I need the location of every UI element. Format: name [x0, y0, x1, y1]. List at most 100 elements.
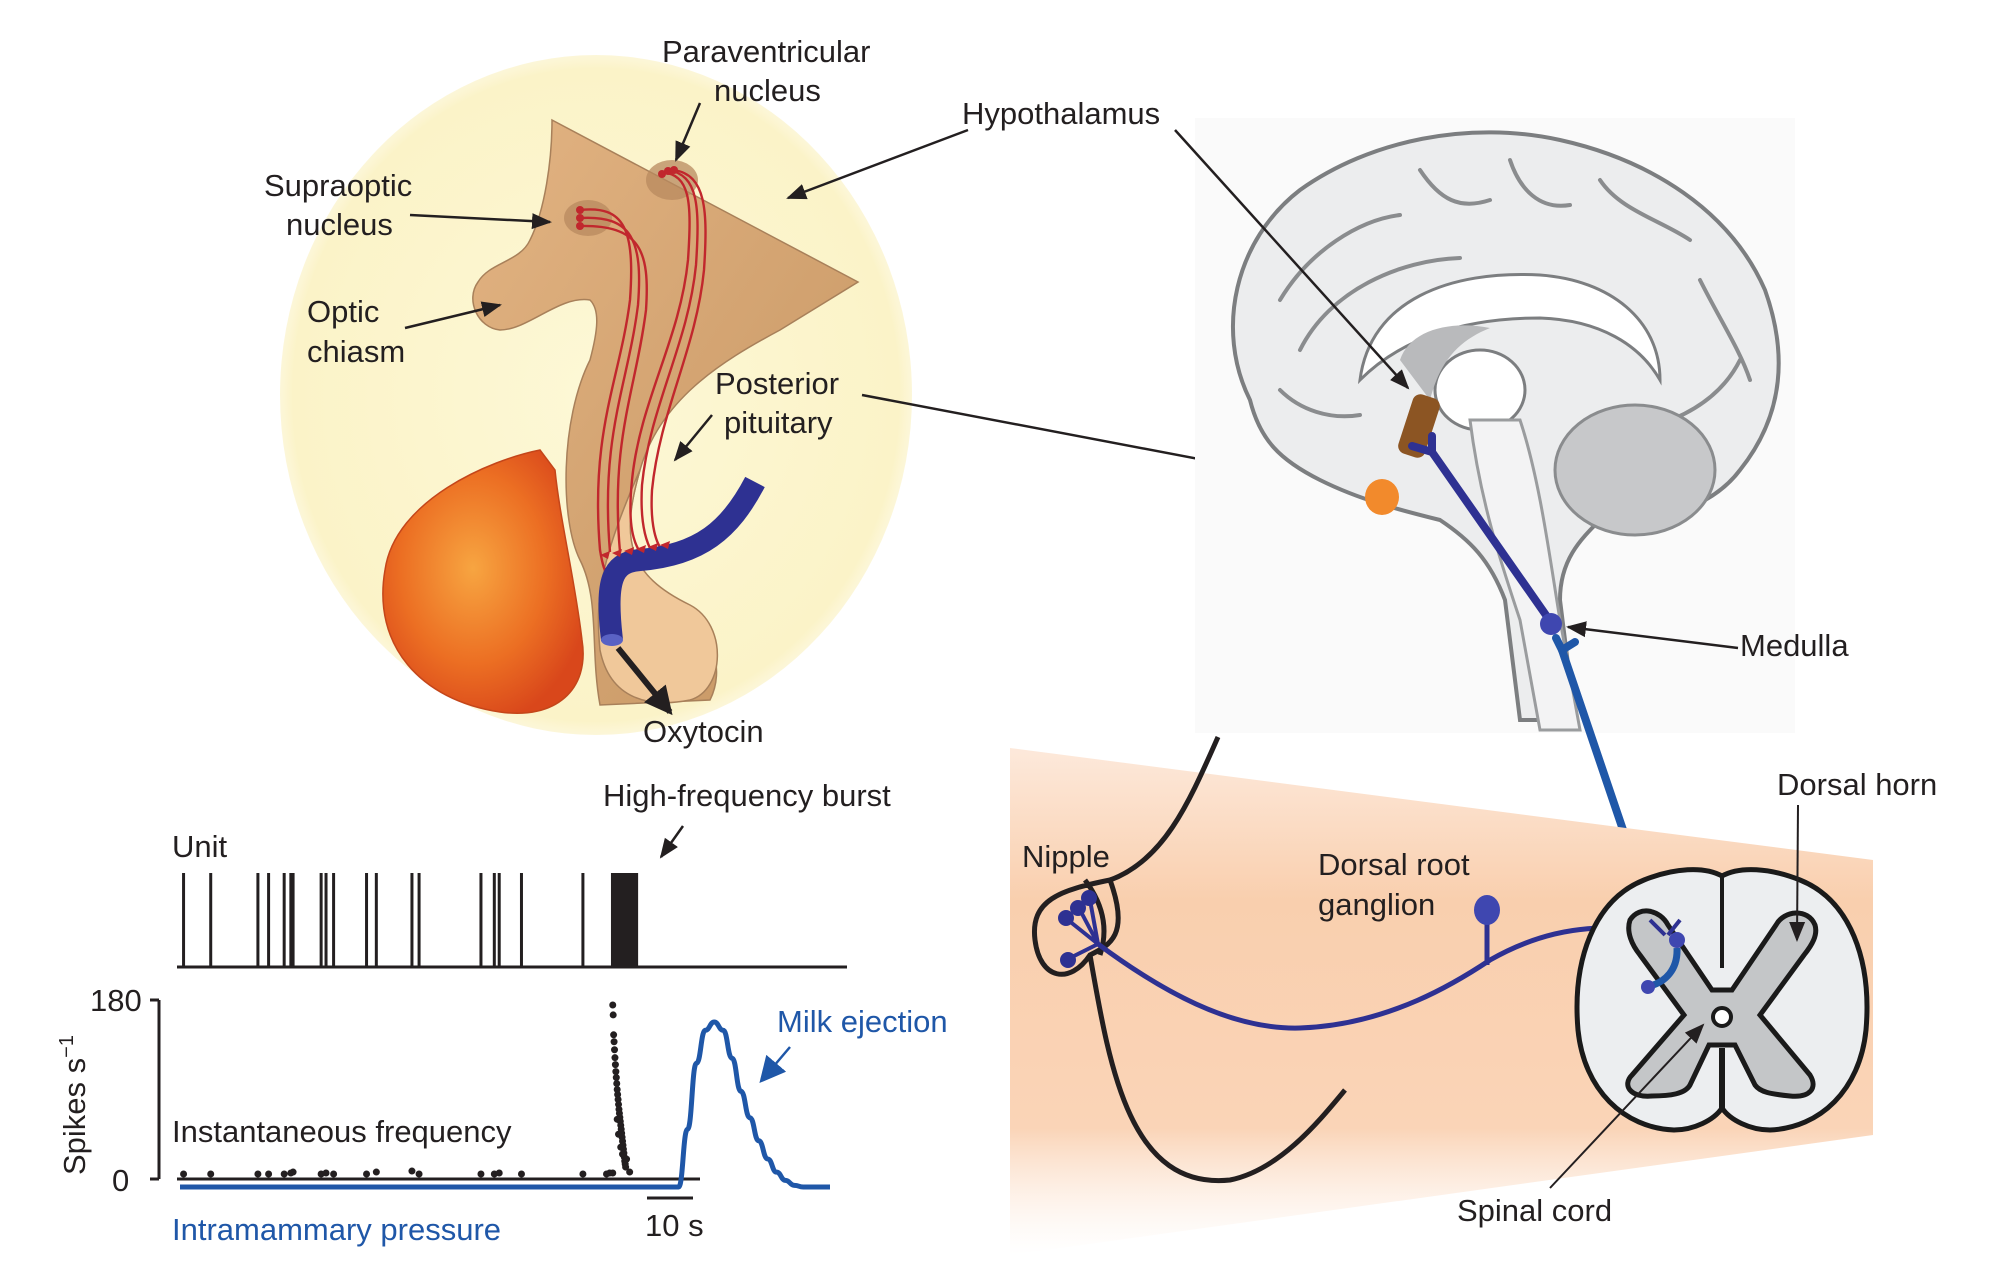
axon-terminals [576, 166, 678, 230]
frequency-point [477, 1170, 485, 1178]
frequency-point [280, 1170, 288, 1178]
y-tick-label-0: 0 [112, 1163, 129, 1198]
pituitary-diagram: Paraventricular nucleus Supraoptic nucle… [264, 34, 1348, 749]
label-posterior-1: Posterior [715, 366, 839, 401]
annotation-milk-ejection: Milk ejection [777, 1004, 948, 1039]
frequency-point [495, 1169, 503, 1177]
burst-frequency-point [619, 1150, 627, 1158]
label-optic-1: Optic [307, 294, 379, 329]
supraoptic-pointer [409, 213, 552, 230]
dorsal-root-entry [1648, 918, 1682, 937]
terminal-arrows [600, 541, 670, 559]
burst-frequency-point [609, 1011, 617, 1019]
dorsal-horn-soma [1669, 932, 1685, 948]
label-drg-1: Dorsal root [1318, 847, 1470, 882]
burst-frequency-point [626, 1168, 634, 1176]
oxytocin-arrow [615, 646, 673, 716]
panel-label-pressure: Intramammary pressure [172, 1212, 501, 1247]
dorsal-horn-pointer [1789, 804, 1806, 942]
cerebellum [1553, 403, 1717, 537]
breast-outline [1087, 735, 1347, 1184]
reflex-diagram: Dorsal horn Nipple Dorsal root ganglion … [1010, 735, 1937, 1255]
frequency-point [289, 1168, 297, 1176]
brain-diagram: Hypothalamus Medulla [962, 96, 1849, 884]
label-medulla: Medulla [1740, 628, 1849, 663]
descending-pathway [1408, 432, 1552, 622]
label-dorsal-horn: Dorsal horn [1777, 767, 1937, 802]
label-optic-2: chiasm [307, 334, 405, 369]
corpus-callosum [1357, 272, 1662, 386]
frequency-point [322, 1169, 330, 1177]
pituitary-region [1365, 479, 1399, 515]
burst-frequency-point [611, 1061, 619, 1069]
label-drg-2: ganglion [1318, 887, 1435, 922]
y-axis-label-base: Spikes s [57, 1058, 92, 1175]
burst-pointer [659, 825, 685, 859]
burst-frequency-point [612, 1074, 620, 1082]
posterior-pituitary-pointer [673, 414, 713, 462]
frequency-point [180, 1170, 188, 1178]
scale-bar-label: 10 s [645, 1208, 704, 1243]
panel-label-frequency: Instantaneous frequency [172, 1114, 512, 1149]
blood-vessel [598, 476, 765, 642]
dorsal-root-ganglion [1474, 895, 1500, 925]
burst-frequency-point [613, 1115, 621, 1123]
label-hypothalamus: Hypothalamus [962, 96, 1160, 131]
label-paraventricular-2: nucleus [714, 73, 821, 108]
sensory-endings [1058, 890, 1100, 968]
burst-frequency-point [615, 1130, 623, 1138]
milk-ejection-pointer [759, 1046, 791, 1084]
burst-frequency-point [617, 1143, 625, 1151]
recording-chart: Unit High-frequency burst 180 0 Spikes s… [56, 778, 948, 1247]
spinal-cord-pointer [1549, 1023, 1705, 1189]
hypothalamus-region [1398, 394, 1440, 458]
paraventricular-nucleus [646, 160, 698, 200]
burst-frequency-point [611, 1054, 619, 1062]
central-canal [1711, 1006, 1733, 1028]
label-supraoptic-1: Supraoptic [264, 168, 412, 203]
afferent-nerve [1096, 925, 1671, 1031]
burst-frequency-point [610, 1031, 618, 1039]
pressure-trace [179, 1019, 830, 1190]
anterior-pituitary [382, 449, 584, 714]
label-paraventricular-1: Paraventricular [662, 34, 870, 69]
interneuron-soma [1641, 980, 1655, 994]
y-axis-label: Spikes s−1 [56, 1035, 92, 1175]
paraventricular-pointer [674, 102, 702, 162]
hypothalamus-pointer-right [1174, 129, 1410, 390]
frequency-point [517, 1170, 525, 1178]
frequency-point [579, 1170, 587, 1178]
annotation-burst: High-frequency burst [603, 778, 891, 813]
burst-frequency-point [623, 1155, 631, 1163]
frequency-point [265, 1170, 273, 1178]
y-axis-label-sup: −1 [56, 1035, 78, 1058]
label-nipple: Nipple [1022, 839, 1110, 874]
frequency-points [180, 1001, 634, 1178]
brainstem [1468, 418, 1582, 732]
spike-burst [610, 873, 639, 967]
burst-frequency-point [612, 1068, 620, 1076]
frequency-point [363, 1170, 371, 1178]
frequency-point [609, 1169, 617, 1177]
y-tick-label-180: 180 [90, 983, 142, 1018]
label-spinal-cord: Spinal cord [1457, 1193, 1612, 1228]
burst-frequency-point [613, 1080, 621, 1088]
panel-label-unit: Unit [172, 829, 228, 864]
frequency-point [408, 1167, 416, 1175]
label-posterior-2: pituitary [724, 405, 833, 440]
burst-frequency-point [611, 1046, 619, 1054]
burst-frequency-point [609, 1001, 617, 1009]
frequency-point [207, 1170, 215, 1178]
thalamus [1433, 348, 1527, 432]
label-oxytocin: Oxytocin [643, 714, 764, 749]
spike-train [182, 873, 639, 967]
vessel-end [601, 634, 623, 646]
frequency-point [415, 1170, 423, 1178]
frequency-point [330, 1170, 338, 1178]
optic-chiasm-pointer [404, 301, 502, 330]
frequency-point [372, 1168, 380, 1176]
hypothalamus-pointer-left [786, 128, 969, 200]
medulla-neuron [1540, 613, 1562, 635]
label-supraoptic-2: nucleus [286, 207, 393, 242]
